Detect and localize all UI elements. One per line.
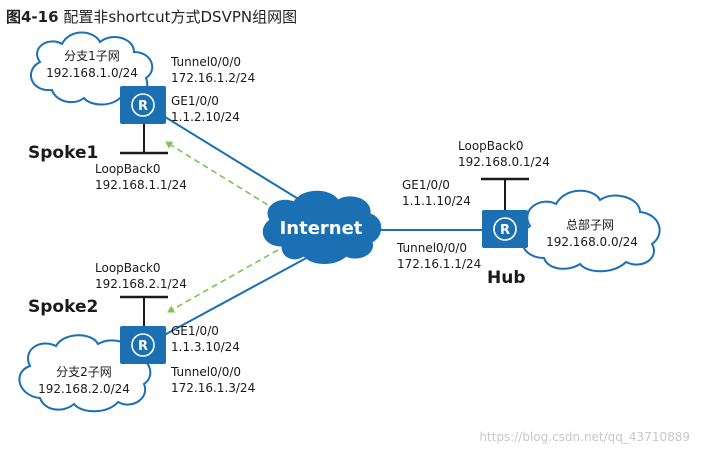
router-spoke1: R	[120, 86, 166, 124]
internet-label: Internet	[280, 218, 363, 239]
router-glyph-ring	[131, 333, 155, 357]
spoke1-lan-subnet: 192.168.1.0/24	[46, 66, 138, 80]
internet-cloud-icon	[262, 190, 382, 264]
hub-ge-if: GE1/0/0	[402, 178, 450, 192]
spoke1-loopback-ip: 192.168.1.1/24	[95, 178, 187, 192]
spoke2-loopback-if: LoopBack0	[95, 261, 161, 275]
router-glyph: R	[500, 223, 510, 238]
router-hub: R	[482, 210, 528, 248]
spoke1-tunnel-ip: 172.16.1.2/24	[171, 71, 255, 85]
hub-tunnel-ip: 172.16.1.1/24	[397, 257, 481, 271]
hub-loopback-ip: 192.168.0.1/24	[458, 155, 550, 169]
links	[143, 103, 506, 347]
spoke2-interfaces: LoopBack0 192.168.2.1/24 GE1/0/0 1.1.3.1…	[95, 261, 255, 395]
spoke2-lan-subnet: 192.168.2.0/24	[38, 382, 130, 396]
router-glyph-ring	[131, 93, 155, 117]
hub-lan-subnet: 192.168.0.0/24	[546, 235, 638, 249]
router-icon	[482, 210, 528, 248]
router-glyph: R	[138, 99, 148, 114]
spoke1-loopback-if: LoopBack0	[95, 162, 161, 176]
router-icon	[120, 86, 166, 124]
spoke2-loopback-ip: 192.168.2.1/24	[95, 277, 187, 291]
hub-lan-name: 总部子网	[566, 217, 614, 232]
spoke1-name: Spoke1	[28, 143, 98, 163]
hub-interfaces: LoopBack0 192.168.0.1/24 GE1/0/0 1.1.1.1…	[396, 139, 550, 271]
dashed-arrows	[165, 141, 279, 313]
spoke1-tunnel-if: Tunnel0/0/0	[170, 55, 241, 69]
spoke2-tunnel-ip: 172.16.1.3/24	[171, 381, 255, 395]
arrow-internet-to-spoke1	[165, 141, 277, 211]
spoke2-name: Spoke2	[28, 297, 98, 317]
hub-tunnel-if: Tunnel0/0/0	[396, 241, 467, 255]
spoke2-ge-if: GE1/0/0	[171, 324, 219, 338]
spoke1-interfaces: Tunnel0/0/0 172.16.1.2/24 GE1/0/0 1.1.2.…	[95, 55, 255, 192]
spoke1-ge-ip: 1.1.2.10/24	[171, 110, 240, 124]
hub-name: Hub	[487, 268, 526, 288]
spoke1-ge-if: GE1/0/0	[171, 94, 219, 108]
link-spoke1-internet	[143, 103, 301, 201]
cloud-hub: 总部子网 192.168.0.0/24	[520, 189, 661, 273]
spoke2-ge-ip: 1.1.3.10/24	[171, 340, 240, 354]
hub-loopback-if: LoopBack0	[458, 139, 524, 153]
link-spoke2-internet	[143, 255, 311, 347]
figure-caption: 图4-16 配置非shortcut方式DSVPN组网图	[6, 6, 297, 27]
router-spoke2: R	[120, 326, 166, 364]
arrow-internet-to-spoke2	[167, 249, 279, 313]
spoke2-lan-name: 分支2子网	[56, 365, 112, 379]
router-icon	[120, 326, 166, 364]
router-glyph-ring	[493, 217, 517, 241]
loopback-markers	[120, 151, 529, 299]
spoke2-tunnel-if: Tunnel0/0/0	[170, 365, 241, 379]
watermark: https://blog.csdn.net/qq_43710889	[479, 430, 690, 444]
spoke1-lan-name: 分支1子网	[64, 49, 120, 63]
router-glyph: R	[138, 339, 148, 354]
cloud-spoke2: 分支2子网 192.168.2.0/24	[18, 334, 152, 413]
internet: Internet	[262, 190, 382, 264]
figure-title: 配置非shortcut方式DSVPN组网图	[63, 8, 298, 26]
figure-number: 图4-16	[6, 8, 59, 26]
hub-ge-ip: 1.1.1.10/24	[402, 194, 471, 208]
